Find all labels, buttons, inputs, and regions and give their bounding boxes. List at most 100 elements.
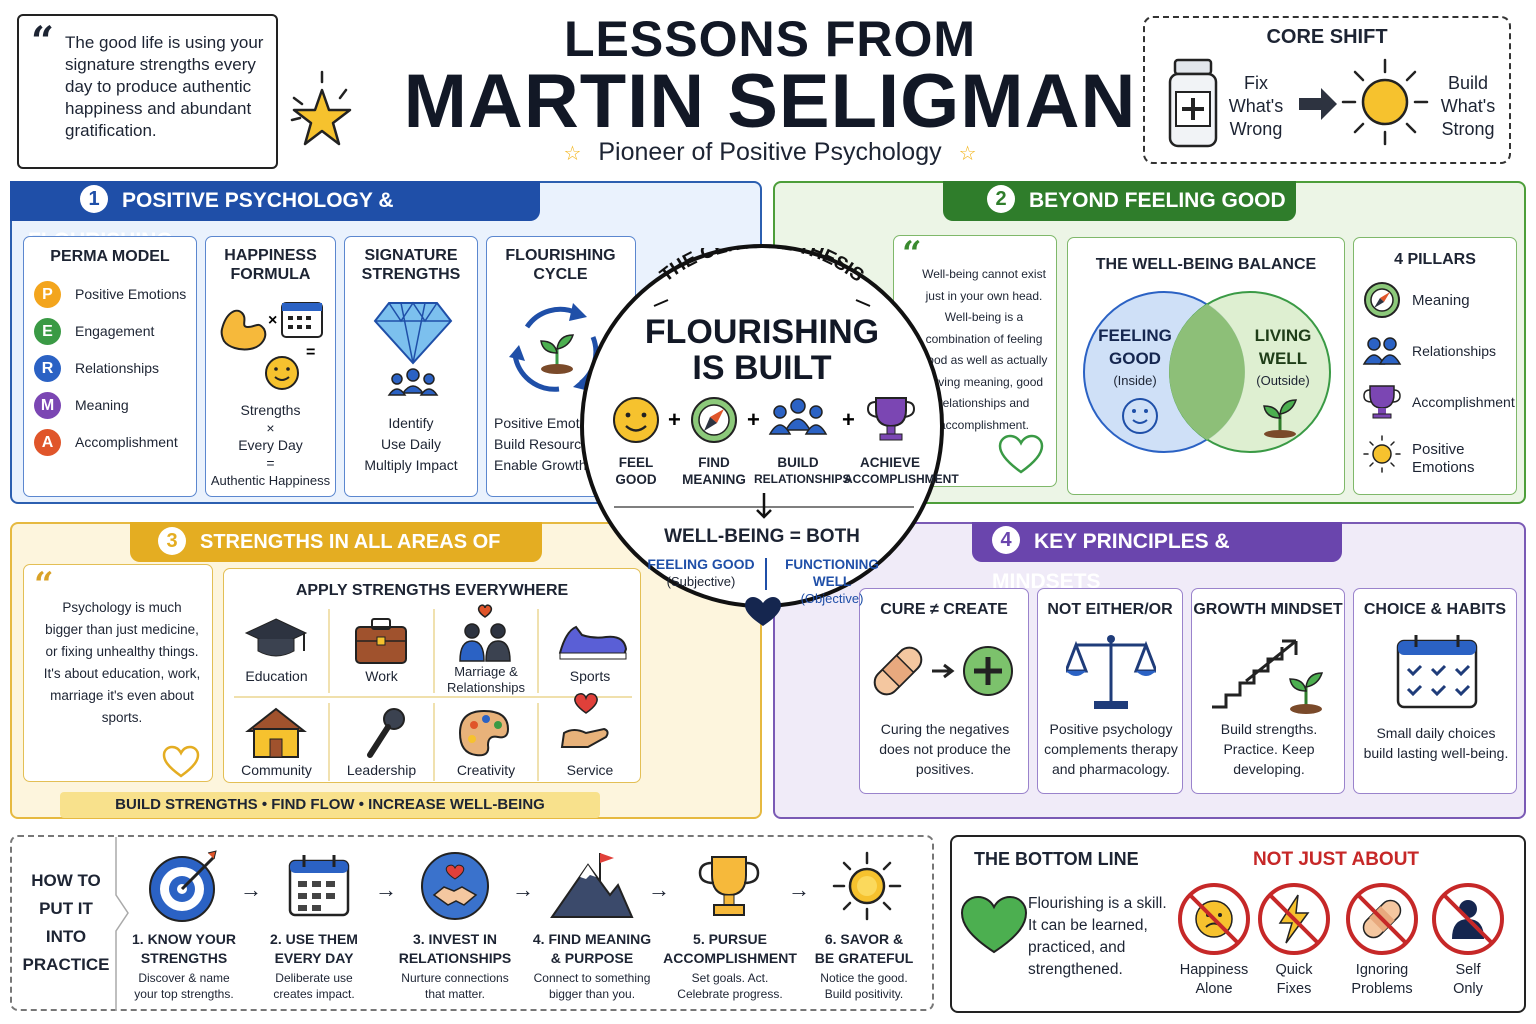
wellbeing-equation: WELL-BEING = BOTH bbox=[664, 526, 860, 547]
quote-mark-icon: “ bbox=[902, 234, 922, 274]
core-shift-title: CORE SHIFT bbox=[1266, 26, 1388, 48]
happiness-formula-card: HAPPINESS FORMULA × = Strengths × Every … bbox=[205, 236, 336, 497]
area-community: Community bbox=[241, 762, 312, 778]
group-icon bbox=[768, 398, 828, 435]
how-to-practice: HOW TO PUT IT INTO PRACTICE → → → → → 1.… bbox=[10, 835, 934, 1011]
core-to-text: Build What's Strong bbox=[1440, 73, 1496, 139]
feeling-good-label: FEELING GOOD (Subjective) bbox=[647, 556, 755, 589]
star-icon bbox=[290, 70, 352, 146]
svg-text:=: = bbox=[306, 344, 315, 361]
trophy-icon bbox=[698, 856, 760, 916]
area-marriage-relationships: Marriage & Relationships bbox=[446, 664, 526, 695]
smile-icon bbox=[613, 397, 659, 443]
life-areas-grid bbox=[234, 604, 632, 781]
compass-icon bbox=[1364, 282, 1400, 318]
chevron-divider bbox=[115, 837, 129, 1011]
strength-formula-icon: × = bbox=[220, 302, 323, 390]
area-work: Work bbox=[365, 668, 398, 684]
formula-text: Strengths × Every Day = Authentic Happin… bbox=[210, 402, 331, 488]
title-top: LESSONS FROM bbox=[563, 11, 977, 67]
header-quote-box: “ The good life is using your signature … bbox=[17, 14, 278, 169]
svg-text:+: + bbox=[747, 407, 760, 432]
palette-icon bbox=[458, 709, 510, 757]
sun-icon bbox=[1363, 435, 1401, 473]
scales-icon bbox=[1066, 635, 1156, 709]
section-1-number: 1 bbox=[80, 185, 108, 214]
perma-title: PERMA MODEL bbox=[50, 248, 170, 265]
subtitle: ☆ Pioneer of Positive Psychology ☆ bbox=[520, 138, 1020, 167]
section-2-title: BEYOND FEELING GOOD bbox=[1029, 189, 1286, 212]
not-just-about-icons bbox=[1178, 883, 1504, 955]
area-leadership: Leadership bbox=[346, 762, 417, 778]
signature-strengths-card: SIGNATURE STRENGTHS Identify Use Daily M… bbox=[344, 236, 478, 497]
pillar-meaning: Meaning bbox=[1412, 292, 1470, 309]
principle-card: CURE ≠ CREATE Curing the negatives does … bbox=[859, 588, 1029, 794]
apply-strengths-card: APPLY STRENGTHS EVERYWHERE Education Wor… bbox=[223, 568, 641, 783]
microphone-icon bbox=[367, 708, 405, 758]
strengths-title: SIGNATURE STRENGTHS bbox=[361, 247, 461, 283]
core-shift-box: CORE SHIFT Fix What's Wrong Build What's… bbox=[1143, 16, 1511, 164]
central-arc-text: THE CENTRAL THESIS bbox=[656, 248, 867, 287]
quote-mark-icon: “ bbox=[34, 565, 54, 605]
house-icon bbox=[245, 707, 307, 758]
briefcase-icon bbox=[355, 618, 407, 664]
svg-text:THE CENTRAL THESIS: THE CENTRAL THESIS bbox=[656, 248, 867, 287]
strengths-text: Identify Use Daily Multiply Impact bbox=[364, 415, 458, 473]
target-icon bbox=[149, 850, 217, 922]
section-2-number: 2 bbox=[987, 185, 1015, 214]
diamond-icon bbox=[373, 301, 453, 396]
mountain-flag-icon bbox=[550, 853, 634, 918]
cycle-title: FLOURISHING CYCLE bbox=[505, 247, 616, 283]
principle-card: CHOICE & HABITS Small daily choices buil… bbox=[1353, 588, 1517, 794]
principle-card: NOT EITHER/OR Positive psychology comple… bbox=[1037, 588, 1183, 794]
arrow-right-icon: → bbox=[375, 877, 397, 902]
handshake-heart-icon bbox=[421, 852, 489, 920]
trophy-icon bbox=[866, 397, 916, 441]
subtitle-text: Pioneer of Positive Psychology bbox=[598, 138, 942, 166]
bandage-to-plus-icon bbox=[873, 646, 1013, 696]
area-creativity: Creativity bbox=[456, 762, 516, 778]
person-no-icon bbox=[1432, 883, 1504, 955]
trophy-icon bbox=[1363, 385, 1401, 419]
pillar-positive-emotions: Positive Emotions bbox=[1412, 441, 1475, 476]
divider-arrow bbox=[614, 493, 914, 519]
core-from-text: Fix What's Wrong bbox=[1228, 73, 1284, 139]
four-pillars-card: 4 PILLARS Meaning Relationships Accompli… bbox=[1353, 237, 1517, 495]
calendar-check-icon bbox=[1396, 635, 1478, 709]
compass-icon bbox=[691, 397, 737, 443]
central-headline: FLOURISHING IS BUILT bbox=[644, 313, 880, 387]
functioning-well-label: FUNCTIONING WELL (Objective) bbox=[785, 557, 879, 606]
arrow-right-icon bbox=[1299, 88, 1337, 120]
beyond-quote-text: Well-being cannot exist just in your own… bbox=[920, 267, 1048, 432]
title-main: MARTIN SELIGMAN bbox=[403, 59, 1137, 144]
sun-icon bbox=[832, 851, 902, 921]
graduation-cap-icon bbox=[244, 618, 308, 657]
area-sports: Sports bbox=[569, 668, 611, 684]
not-just-about-title: NOT JUST ABOUT bbox=[1252, 849, 1420, 870]
central-arc-title: THE CENTRAL THESIS bbox=[653, 248, 871, 307]
strengths-quote-card: “ Psychology is much bigger than just me… bbox=[23, 564, 213, 782]
sneaker-icon bbox=[558, 625, 628, 660]
hand-heart-icon bbox=[560, 693, 609, 748]
divider bbox=[765, 558, 767, 590]
arrow-right-icon: → bbox=[512, 877, 534, 902]
central-thesis: THE CENTRAL THESIS FLOURISHING IS BUILT … bbox=[580, 244, 959, 626]
svg-text:+: + bbox=[842, 407, 855, 432]
section-2-tab: 2 BEYOND FEELING GOOD bbox=[943, 181, 1296, 221]
